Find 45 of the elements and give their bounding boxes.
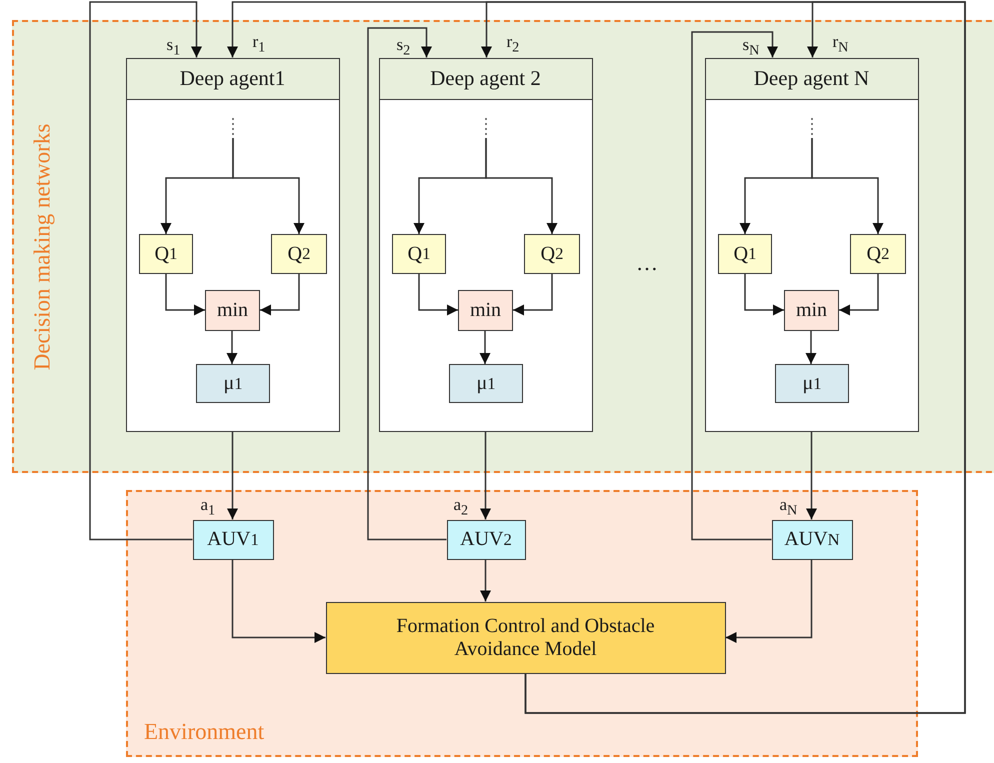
edge-label: a$_{1}$ [200,496,216,518]
arrow [165,274,205,316]
dashed-region [126,490,918,757]
process-box: min [458,290,513,331]
arrow [480,432,491,520]
process-box: min [784,290,839,331]
edge-label: r$_{2}$ [506,32,520,54]
arrow [480,560,491,602]
agent-title: Deep agent1 [126,58,338,100]
arrow [226,331,238,364]
agent-title: Deep agent 2 [380,58,592,100]
arrow [726,560,812,643]
agent-title: Deep agent N [706,58,918,100]
arrow [839,274,879,316]
arrow [367,27,446,540]
arrow [89,1,202,540]
edge-label: s$_{N}$ [742,36,760,58]
process-box: Formation Control and Obstacle Avoidance Model [326,602,726,674]
arrow [513,274,553,316]
arrow [806,432,817,520]
arrow [418,274,458,316]
region-label: Decision making networks [28,124,55,370]
arrow [485,138,558,234]
arrow [806,331,816,364]
arrow [232,560,326,643]
edge-label: s$_{2}$ [396,36,410,58]
edge-label: a$_{2}$ [454,496,468,518]
agent-panel [378,58,592,432]
dashed-region [12,20,994,473]
agent-panel [704,58,918,432]
arrow [691,31,778,540]
arrow [232,138,304,234]
arrow [744,274,784,316]
process-box: min [205,290,260,331]
edge-label: r$_{N}$ [832,32,848,54]
edge-label: r$_{1}$ [252,32,266,54]
arrow [227,432,238,520]
arrow [260,274,300,316]
region-label: Environment [144,719,264,745]
arrow [480,331,490,364]
edge-label: a$_{N}$ [780,496,798,518]
agent-panel [126,58,340,432]
ellipsis-text: … [636,252,658,274]
arrow [811,138,884,234]
edge-label: s$_{1}$ [166,36,180,58]
